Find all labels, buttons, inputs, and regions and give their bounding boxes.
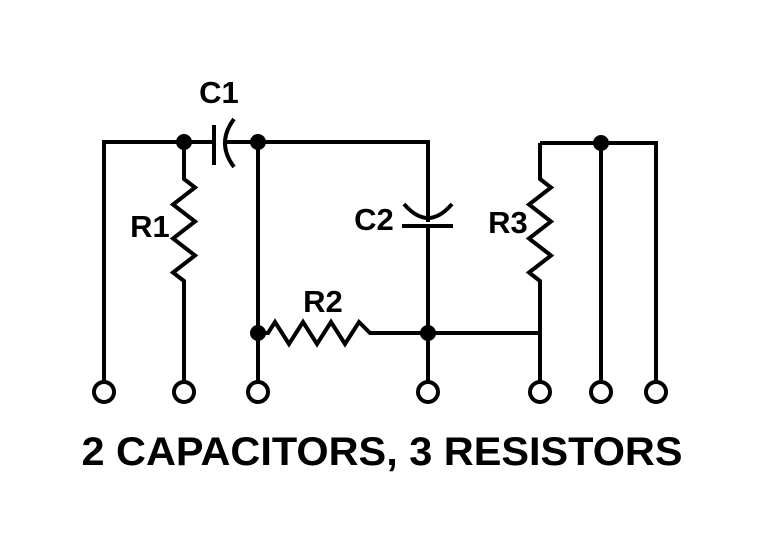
wire-left-branch <box>102 140 213 382</box>
capacitor-c1-curved-plate <box>223 117 236 169</box>
capacitor-c2-label: C2 <box>354 202 394 237</box>
junction-dot <box>420 325 436 341</box>
terminal-circle <box>528 380 552 404</box>
resistor-r1-label: R1 <box>130 209 170 244</box>
diagram-title: 2 CAPACITORS, 3 RESISTORS <box>82 430 683 474</box>
terminal-circle <box>172 380 196 404</box>
resistor-r3-label: R3 <box>488 205 528 240</box>
resistor-r3-symbol <box>525 143 555 382</box>
junction-dot <box>250 134 266 150</box>
capacitor-c2-curved-plate <box>402 202 454 220</box>
terminal-circle <box>589 380 613 404</box>
wire-top-right <box>540 141 658 382</box>
capacitor-c1-label: C1 <box>199 75 239 110</box>
terminal-circle <box>92 380 116 404</box>
junction-dot <box>250 325 266 341</box>
junction-dot <box>176 134 192 150</box>
resistor-r2-symbol <box>258 318 538 348</box>
wire-top-middle <box>225 140 430 222</box>
junction-dot <box>593 135 609 151</box>
terminal-circle <box>246 380 270 404</box>
resistor-r2-label: R2 <box>303 284 343 319</box>
resistor-r1-symbol <box>169 142 199 382</box>
terminal-circle <box>416 380 440 404</box>
terminal-circle <box>644 380 668 404</box>
